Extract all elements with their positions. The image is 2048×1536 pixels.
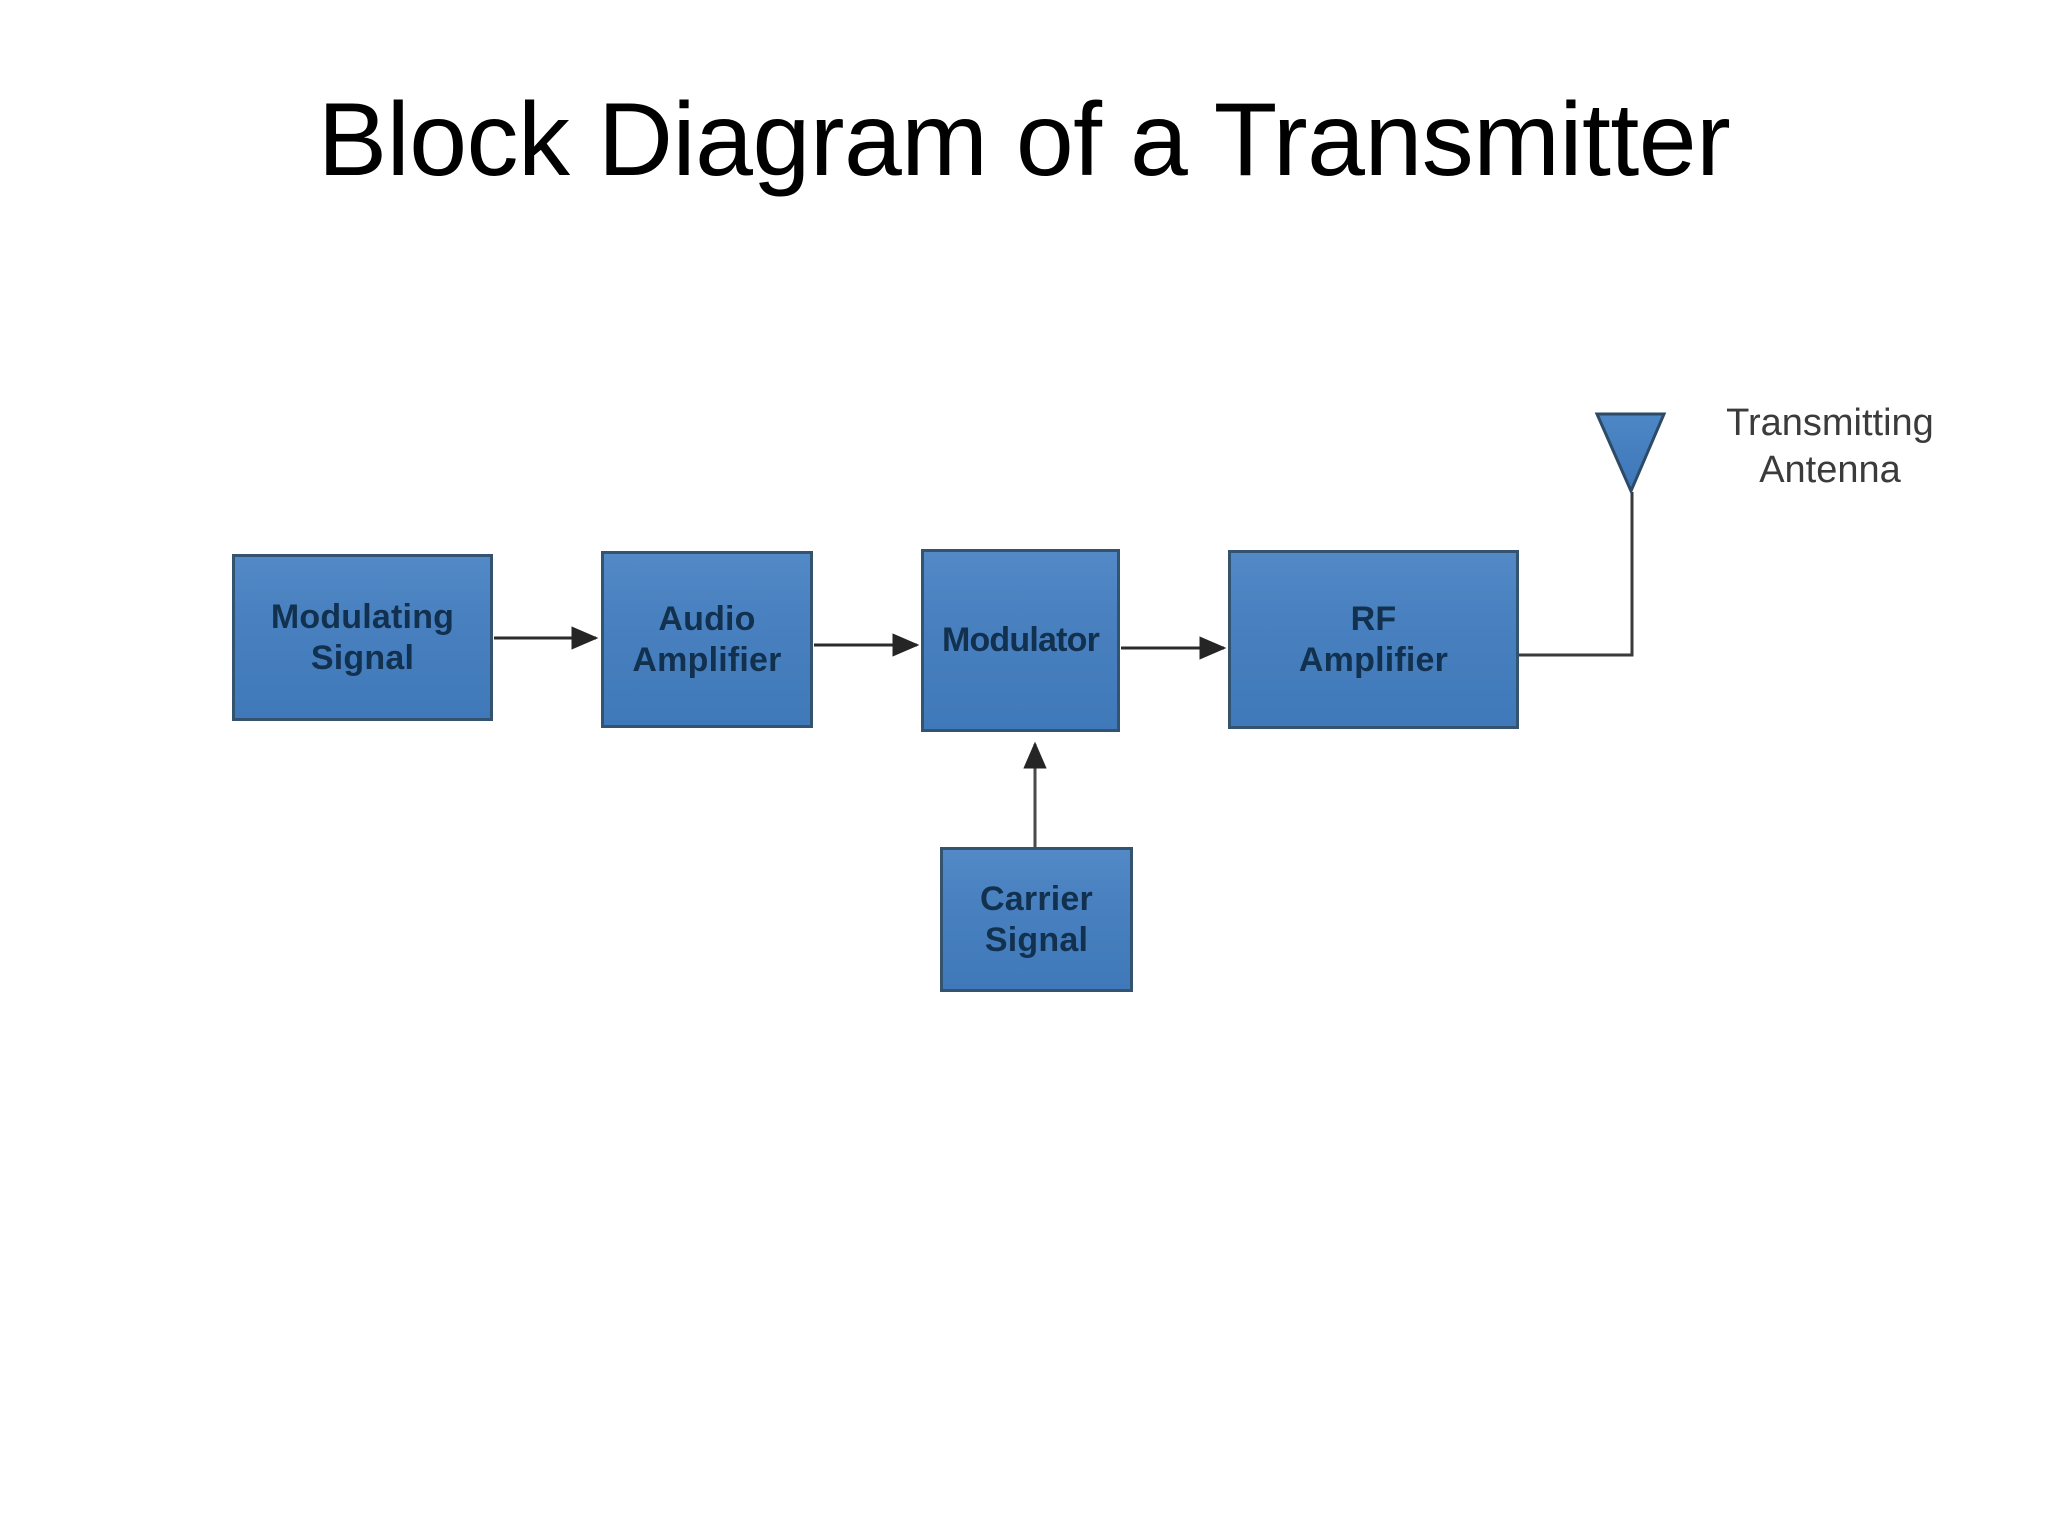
transmitting-antenna-label: Transmitting Antenna xyxy=(1726,402,1934,491)
block-carrier-signal-label: Carrier Signal xyxy=(980,880,1093,959)
block-rf-amplifier[interactable]: RF Amplifier xyxy=(1228,550,1519,729)
page-title: Block Diagram of a Transmitter xyxy=(317,82,1731,198)
block-audio-amplifier[interactable]: Audio Amplifier xyxy=(601,551,813,728)
connector-rf-to-antenna xyxy=(1519,492,1634,657)
block-audio-amplifier-label: Audio Amplifier xyxy=(632,600,782,679)
block-rf-amplifier-label: RF Amplifier xyxy=(1298,600,1449,679)
block-modulator-label: Modulator xyxy=(941,621,1100,660)
block-carrier-signal[interactable]: Carrier Signal xyxy=(940,847,1133,992)
block-modulating-signal-label: Modulating Signal xyxy=(270,598,455,677)
transmitting-antenna-icon xyxy=(1594,412,1667,495)
block-modulator[interactable]: Modulator xyxy=(921,549,1120,732)
block-modulating-signal[interactable]: Modulating Signal xyxy=(232,554,493,721)
